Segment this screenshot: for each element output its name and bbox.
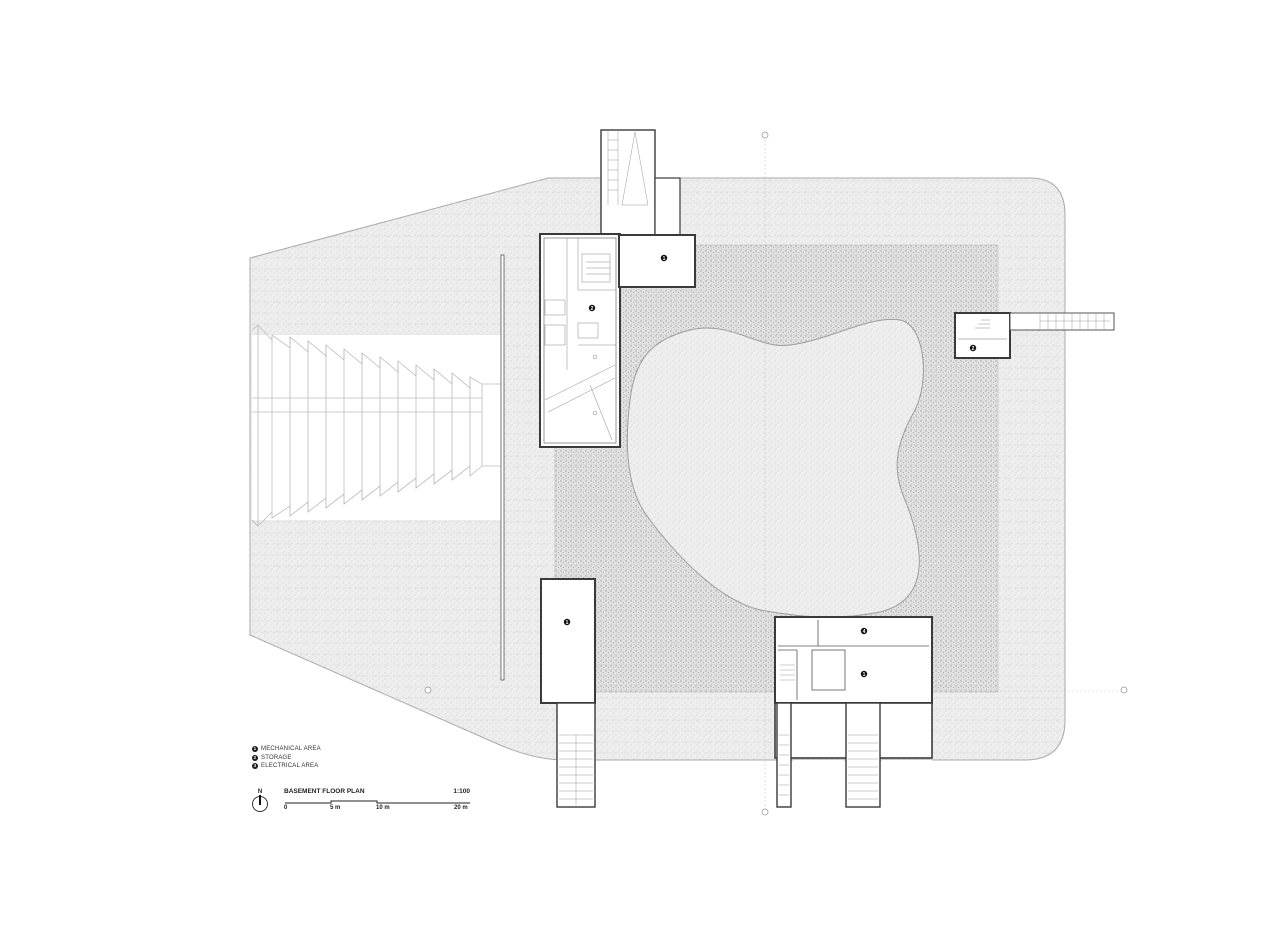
room-marker-south-mechanical: 1 xyxy=(860,670,868,678)
grid-marker-icon xyxy=(761,131,769,139)
legend-label: MECHANICAL AREA xyxy=(261,746,321,752)
scale-tick-label: 0 xyxy=(284,805,288,811)
north-arrow-icon xyxy=(252,795,268,812)
room-marker-south-upper: 4 xyxy=(860,627,868,635)
legend-item: 2 STORAGE xyxy=(252,754,321,763)
east-storage-room xyxy=(954,312,1115,359)
drawing-title: BASEMENT FLOOR PLAN xyxy=(284,788,365,795)
grid-markers xyxy=(424,131,1128,816)
svg-text:1: 1 xyxy=(566,620,569,626)
legend: 1 MECHANICAL AREA 2 STORAGE 3 ELECTRICAL… xyxy=(252,745,321,771)
west-sawtooth-ramp xyxy=(251,324,503,527)
west-service-block xyxy=(539,233,621,448)
svg-text:4: 4 xyxy=(863,629,866,635)
legend-item: 3 ELECTRICAL AREA xyxy=(252,762,321,771)
drawing-scale: 1:100 xyxy=(453,788,470,795)
svg-text:1: 1 xyxy=(663,256,666,262)
room-marker-southwest-mechanical: 1 xyxy=(563,618,571,626)
legend-label: STORAGE xyxy=(261,754,292,761)
scale-bar-labels: 0 5 m 10 m 20 m xyxy=(284,805,470,815)
grid-marker-icon xyxy=(1120,686,1128,694)
scale-tick-label: 5 m xyxy=(330,805,341,811)
south-service-block xyxy=(774,616,933,808)
scale-bar xyxy=(285,800,470,804)
room-marker-east-storage: 2 xyxy=(969,344,977,352)
scale-tick-label: 10 m xyxy=(376,805,390,811)
grid-marker-icon xyxy=(424,686,432,694)
room-marker-west-storage: 2 xyxy=(588,304,596,312)
svg-text:1: 1 xyxy=(863,672,866,678)
west-wall xyxy=(500,254,505,681)
svg-text:2: 2 xyxy=(972,346,975,352)
legend-number-badge: 3 xyxy=(252,763,258,770)
southwest-mechanical-room xyxy=(540,578,596,808)
title-block: BASEMENT FLOOR PLAN 1:100 0 5 m 10 m 20 … xyxy=(284,788,470,811)
scale-tick-label: 20 m xyxy=(454,805,468,811)
room-marker-north-mechanical: 1 xyxy=(660,254,668,262)
legend-label: ELECTRICAL AREA xyxy=(261,763,319,769)
svg-text:2: 2 xyxy=(591,306,594,312)
grid-marker-icon xyxy=(761,808,769,816)
north-label: N xyxy=(257,789,263,795)
central-organic-court xyxy=(626,318,924,618)
legend-number-badge: 2 xyxy=(252,754,258,761)
north-stair-shaft xyxy=(600,129,681,236)
north-mechanical-room xyxy=(618,234,696,288)
legend-number-badge: 1 xyxy=(252,746,258,753)
room-markers: 1 2 2 1 4 1 xyxy=(563,254,977,678)
north-arrow: N xyxy=(250,789,270,812)
legend-item: 1 MECHANICAL AREA xyxy=(252,745,321,754)
